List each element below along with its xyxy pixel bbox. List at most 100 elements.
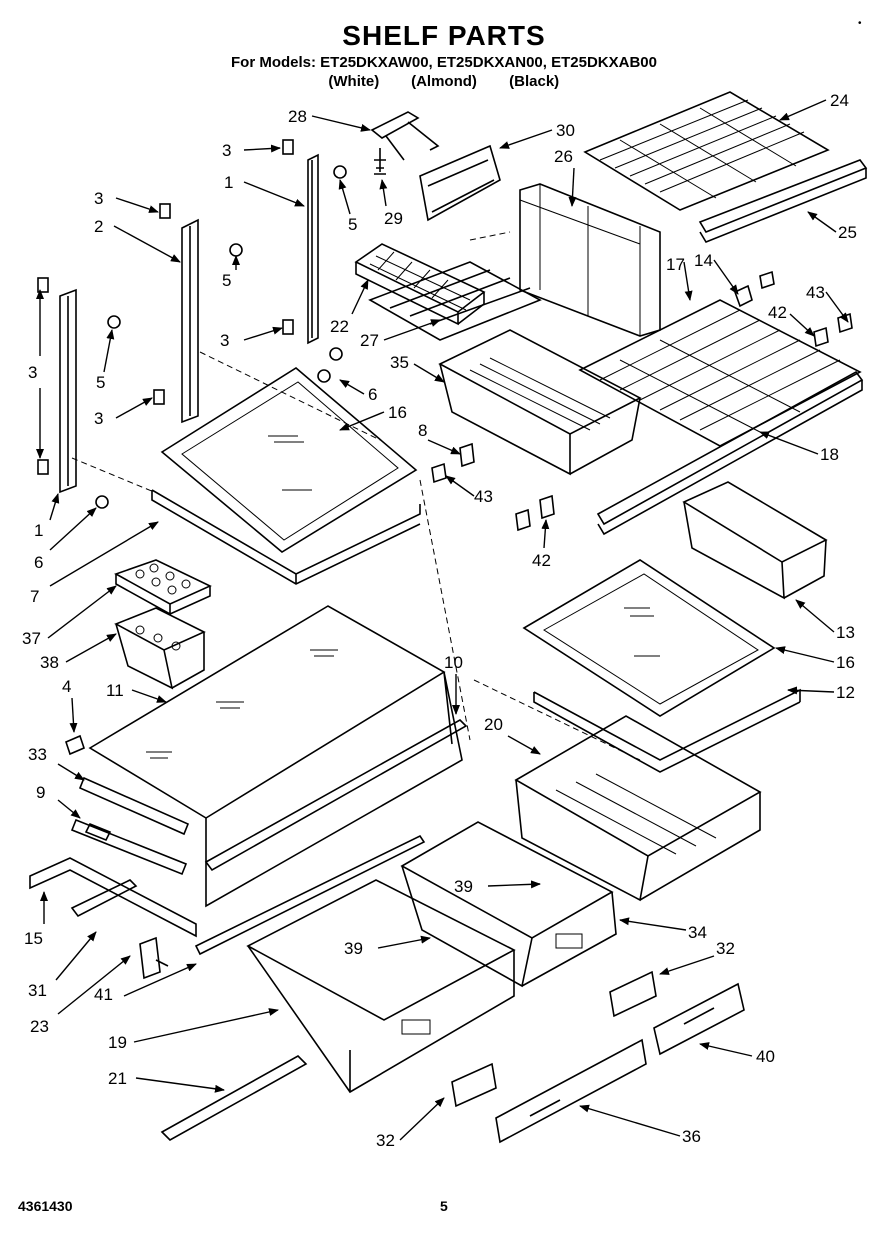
callout-3: 3 (222, 141, 231, 160)
callout-13: 13 (836, 623, 855, 642)
leader-line (131, 689, 167, 703)
callout-43: 43 (806, 283, 825, 302)
callout-28: 28 (288, 107, 307, 126)
callout-3: 3 (94, 189, 103, 208)
callout-9: 9 (36, 783, 45, 802)
callout-3: 3 (28, 363, 37, 382)
leader-line (427, 439, 461, 455)
leader-line (351, 279, 369, 315)
leader-line (115, 197, 159, 213)
models-line: For Models: ET25DKXAW00, ET25DKXAN00, ET… (231, 54, 657, 71)
leader-line (795, 599, 835, 633)
callout-6: 6 (368, 385, 377, 404)
leader-line (683, 261, 693, 301)
callout-20: 20 (484, 715, 503, 734)
leader-line (779, 99, 827, 121)
part-6-screw-c (95, 495, 109, 509)
callout-32: 32 (376, 1131, 395, 1150)
page-number: 5 (440, 1198, 448, 1214)
part-drawings (29, 91, 868, 1144)
part-3-clip-b (159, 203, 171, 219)
part-24-wire-shelf (583, 91, 830, 211)
part-5-screw-a (333, 165, 347, 179)
callout-16: 16 (836, 653, 855, 672)
part-34-drawer (400, 821, 617, 988)
part-20-bin (514, 715, 762, 902)
callout-8: 8 (418, 421, 427, 440)
leader-line (57, 763, 85, 781)
callout-36: 36 (682, 1127, 701, 1146)
leader-line (379, 179, 388, 207)
part-3-clip-c (282, 319, 294, 335)
callout-39: 39 (344, 939, 363, 958)
leader-line (57, 799, 81, 819)
callout-37: 37 (22, 629, 41, 648)
part-18-rail (596, 370, 864, 536)
leader-line (55, 931, 97, 981)
leader-line (377, 935, 431, 949)
callout-43: 43 (474, 487, 493, 506)
document-number: 4361430 (18, 1198, 73, 1214)
leader-line (487, 880, 541, 889)
leader-line (541, 519, 550, 549)
part-19-drawer (246, 879, 516, 1094)
leader-line (57, 955, 131, 1015)
part-36-panel (495, 1038, 647, 1144)
leader-line (659, 955, 715, 975)
leader-line (507, 735, 541, 755)
color-black: (Black) (509, 73, 560, 90)
callout-18: 18 (820, 445, 839, 464)
leader-lines (36, 99, 849, 1141)
callout-30: 30 (556, 121, 575, 140)
part-4-clip (65, 734, 85, 756)
callout-38: 38 (40, 653, 59, 672)
leader-line (339, 411, 385, 431)
callout-40: 40 (756, 1047, 775, 1066)
leader-line (135, 1077, 225, 1093)
callout-39: 39 (454, 877, 473, 896)
part-32-clip-a (609, 970, 657, 1018)
part-33-rail (78, 776, 190, 836)
leader-line (787, 686, 835, 695)
callout-22: 22 (330, 317, 349, 336)
color-almond: (Almond) (411, 73, 477, 90)
part-27-wire-rack (368, 261, 542, 341)
leader-line (579, 1104, 681, 1137)
leader-line (445, 475, 475, 497)
callout-27: 27 (360, 331, 379, 350)
callout-5: 5 (222, 271, 231, 290)
part-5-screw-c (107, 315, 121, 329)
part-42-clip-b (539, 494, 555, 520)
part-43-clip-c (431, 462, 447, 484)
leader-line (413, 363, 445, 383)
part-3-clip-d (153, 389, 165, 405)
part-3-clip-f (37, 459, 49, 475)
part-6-screw-a (329, 347, 343, 361)
leader-line (65, 633, 117, 663)
callout-32: 32 (716, 939, 735, 958)
part-29-screw (374, 148, 386, 175)
part-5-screw-b (229, 243, 243, 257)
part-15-frame (29, 857, 197, 938)
part-17-wire-shelf (578, 299, 862, 447)
callout-23: 23 (30, 1017, 49, 1036)
leader-line (339, 379, 365, 395)
part-26-panel (519, 183, 661, 337)
callout-29: 29 (384, 209, 403, 228)
leader-line (243, 326, 283, 341)
part-41-rail (194, 834, 426, 956)
callout-11: 11 (106, 681, 124, 700)
leader-line (399, 1097, 445, 1141)
callout-19: 19 (108, 1033, 127, 1052)
leader-line (825, 291, 849, 323)
page-title: SHELF PARTS (342, 20, 546, 51)
leader-line (49, 521, 159, 587)
callout-17: 17 (666, 255, 685, 274)
leader-line (123, 963, 197, 997)
leader-line (49, 493, 60, 521)
part-1-rail-lower (59, 288, 77, 494)
leader-line (243, 144, 281, 153)
leader-line (759, 431, 819, 455)
leader-line (789, 313, 815, 337)
part-42-clip-a (813, 326, 829, 348)
